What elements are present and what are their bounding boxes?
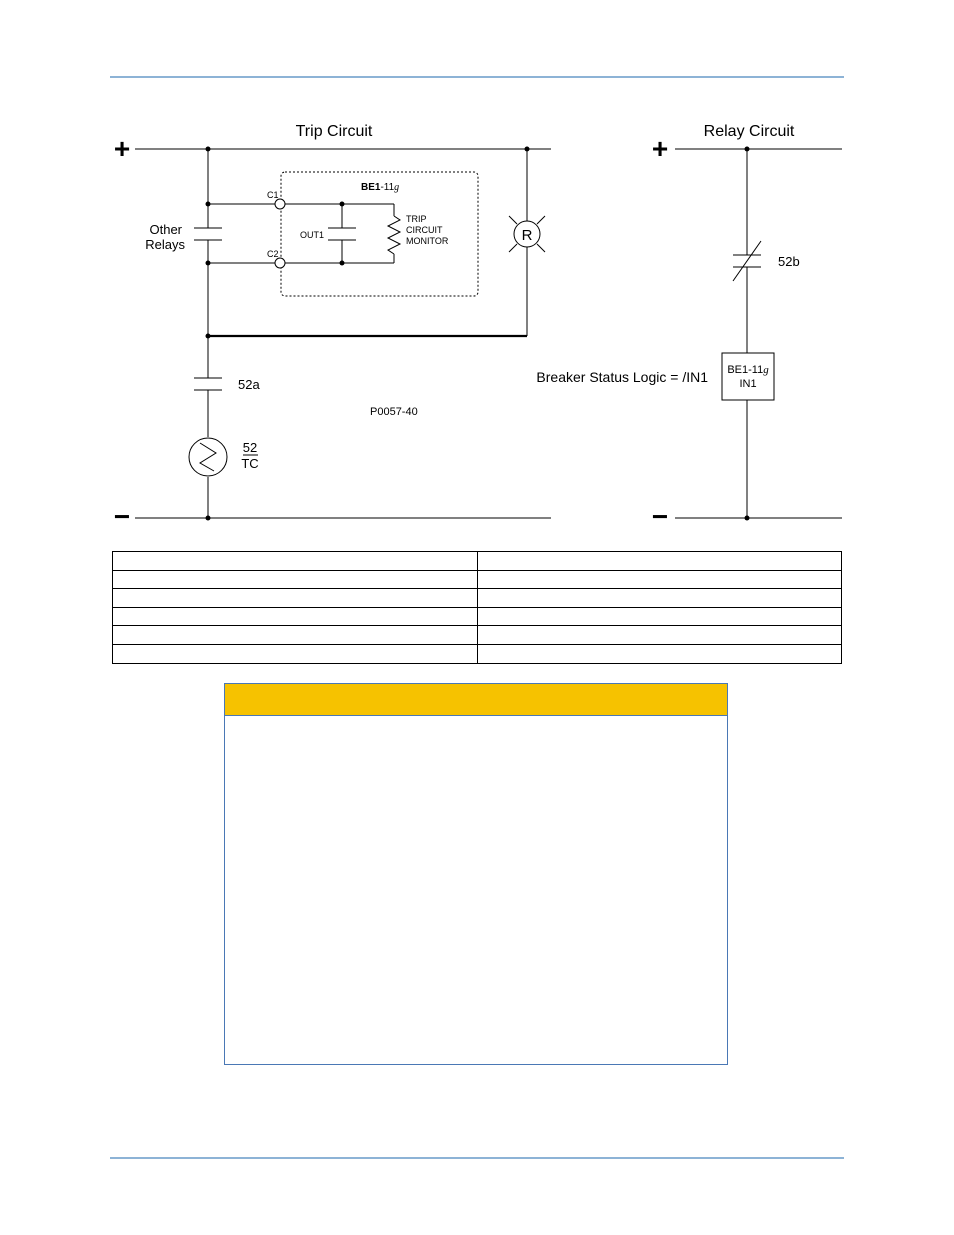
- header-rule: [110, 76, 844, 78]
- other-relays-label-line2: Relays: [145, 237, 185, 252]
- settings-table: [112, 551, 842, 664]
- table-cell: [112, 569, 478, 590]
- table-cell: [112, 588, 478, 608]
- drawing-number: P0057-40: [370, 406, 418, 418]
- table-cell: [476, 551, 842, 571]
- out1-label: OUT1: [300, 230, 324, 240]
- relay-plus-sign: +: [652, 133, 668, 164]
- table-row: [112, 625, 842, 645]
- table-row: [112, 643, 842, 664]
- trip-circuit-diagram: Trip Circuit Relay Circuit + − + − Other…: [114, 123, 842, 532]
- table-cell: [476, 625, 842, 645]
- table-cell: [476, 569, 842, 590]
- table-row: [112, 569, 842, 590]
- terminal-c1-label: C1: [267, 190, 279, 200]
- trip-coil-label: TC: [241, 456, 258, 471]
- other-relays-label-line1: Other: [149, 222, 182, 237]
- input-box-line1: BE1-11g: [727, 364, 769, 376]
- table-cell: [112, 643, 478, 664]
- table-cell: [476, 606, 842, 627]
- tcm-label-line2: CIRCUIT: [406, 225, 443, 235]
- contact-52b-label: 52b: [778, 254, 800, 269]
- tcm-label-line3: MONITOR: [406, 236, 449, 246]
- note-box: [224, 683, 728, 1065]
- trip-minus-sign: −: [114, 501, 130, 532]
- input-box-line2: IN1: [739, 378, 756, 390]
- relay-circuit-title: Relay Circuit: [704, 123, 795, 140]
- note-header: [225, 684, 727, 716]
- terminal-c2-label: C2: [267, 249, 279, 259]
- table-cell: [112, 625, 478, 645]
- table-row: [112, 588, 842, 608]
- table-cell: [112, 606, 478, 627]
- breaker-status-logic: Breaker Status Logic = /IN1: [536, 369, 708, 385]
- table-row: [112, 606, 842, 627]
- contact-52a-label: 52a: [238, 377, 260, 392]
- tcm-label-line1: TRIP: [406, 214, 427, 224]
- indicator-lamp-label: R: [522, 227, 533, 244]
- table-cell: [476, 643, 842, 664]
- device-name: BE1-11g: [361, 182, 399, 193]
- relay-minus-sign: −: [652, 501, 668, 532]
- trip-circuit-title: Trip Circuit: [296, 123, 373, 140]
- table-row: [112, 551, 842, 571]
- trip-plus-sign: +: [114, 133, 130, 164]
- trip-coil-number: 52: [243, 440, 257, 455]
- table-cell: [476, 588, 842, 608]
- table-cell: [112, 551, 478, 571]
- footer-rule: [110, 1157, 844, 1159]
